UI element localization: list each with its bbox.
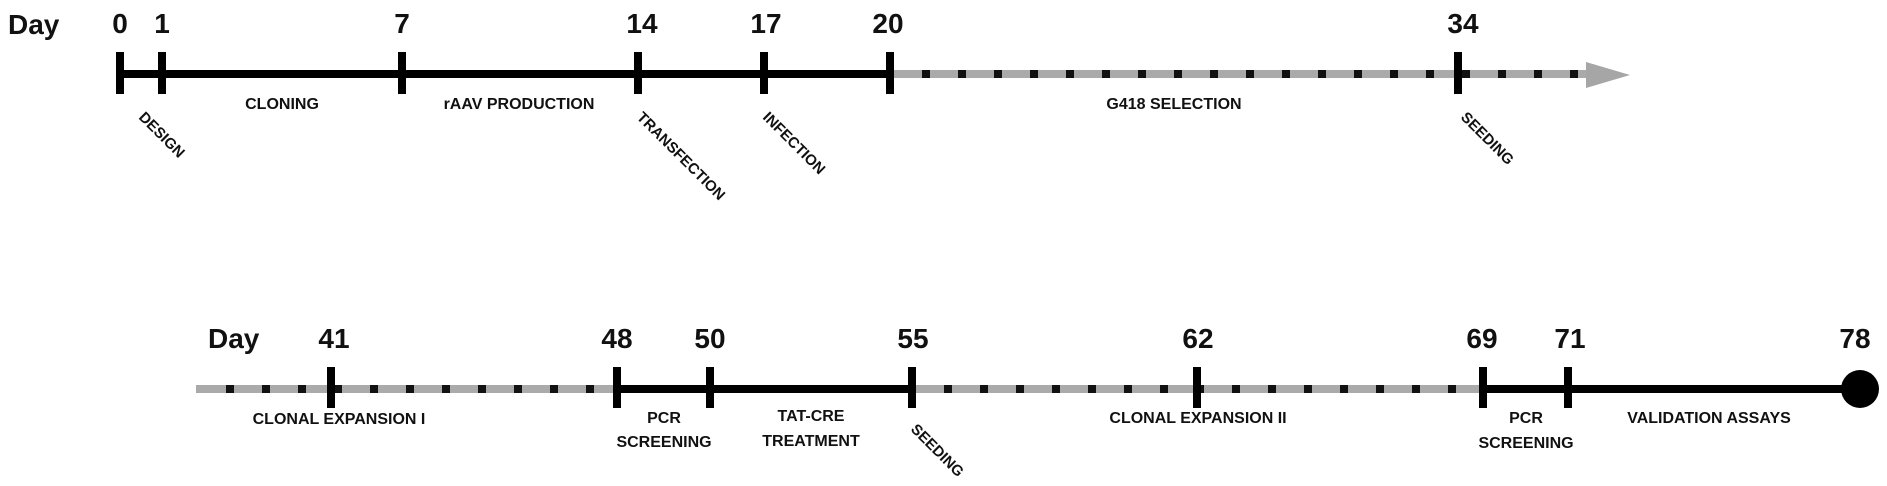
row2-day-number: 48 xyxy=(601,323,632,354)
row2-end-dot xyxy=(1841,370,1879,408)
row2-event-label: SEEDING xyxy=(907,421,967,481)
row2-phase-label: VALIDATION ASSAYS xyxy=(1627,410,1791,427)
row1-phase-label: G418 SELECTION xyxy=(1106,96,1241,113)
row1-day-number: 20 xyxy=(872,8,903,39)
row2-day-number: 71 xyxy=(1554,323,1585,354)
row1-day-number: 34 xyxy=(1447,8,1479,39)
row2-day-number: 55 xyxy=(897,323,928,354)
row1-day-number: 1 xyxy=(154,8,170,39)
row2-phase-label: CLONAL EXPANSION I xyxy=(253,411,426,428)
row1-day-number: 14 xyxy=(626,8,658,39)
row2-phase-label: CLONAL EXPANSION II xyxy=(1109,410,1286,427)
row2-day-number: 50 xyxy=(694,323,725,354)
row2-phase-label: PCR xyxy=(1509,410,1543,427)
row1-event-label: SEEDING xyxy=(1457,109,1517,169)
row2-phase-label: TREATMENT xyxy=(762,433,860,450)
row2-phase-label: TAT-CRE xyxy=(778,408,845,425)
row2-phase-label: SCREENING xyxy=(616,434,711,451)
row2-day-number: 41 xyxy=(318,323,349,354)
timeline-row-2: Day 41 48 50 55 62 69 71 78 CLONAL EXPAN… xyxy=(196,323,1879,481)
row1-day-number: 0 xyxy=(112,8,128,39)
row2-day-title: Day xyxy=(208,323,260,354)
row1-day-number: 7 xyxy=(394,8,410,39)
timeline-row-1: Day 0 1 7 14 17 20 34 CLONING rAAV PRODU… xyxy=(8,8,1630,204)
row2-phase-label: PCR xyxy=(647,410,681,427)
row2-phase-label: SCREENING xyxy=(1478,435,1573,452)
row1-event-label: TRANSFECTION xyxy=(633,109,728,204)
row2-day-number: 69 xyxy=(1466,323,1497,354)
row1-arrow-head xyxy=(1586,62,1630,88)
row2-day-number: 62 xyxy=(1182,323,1213,354)
row1-phase-label: rAAV PRODUCTION xyxy=(444,96,595,113)
row2-day-number: 78 xyxy=(1839,323,1870,354)
row1-day-number: 17 xyxy=(750,8,781,39)
row1-phase-label: CLONING xyxy=(245,96,319,113)
row1-event-label: INFECTION xyxy=(759,109,828,178)
row1-event-label: DESIGN xyxy=(135,109,188,162)
row1-day-title: Day xyxy=(8,9,60,40)
